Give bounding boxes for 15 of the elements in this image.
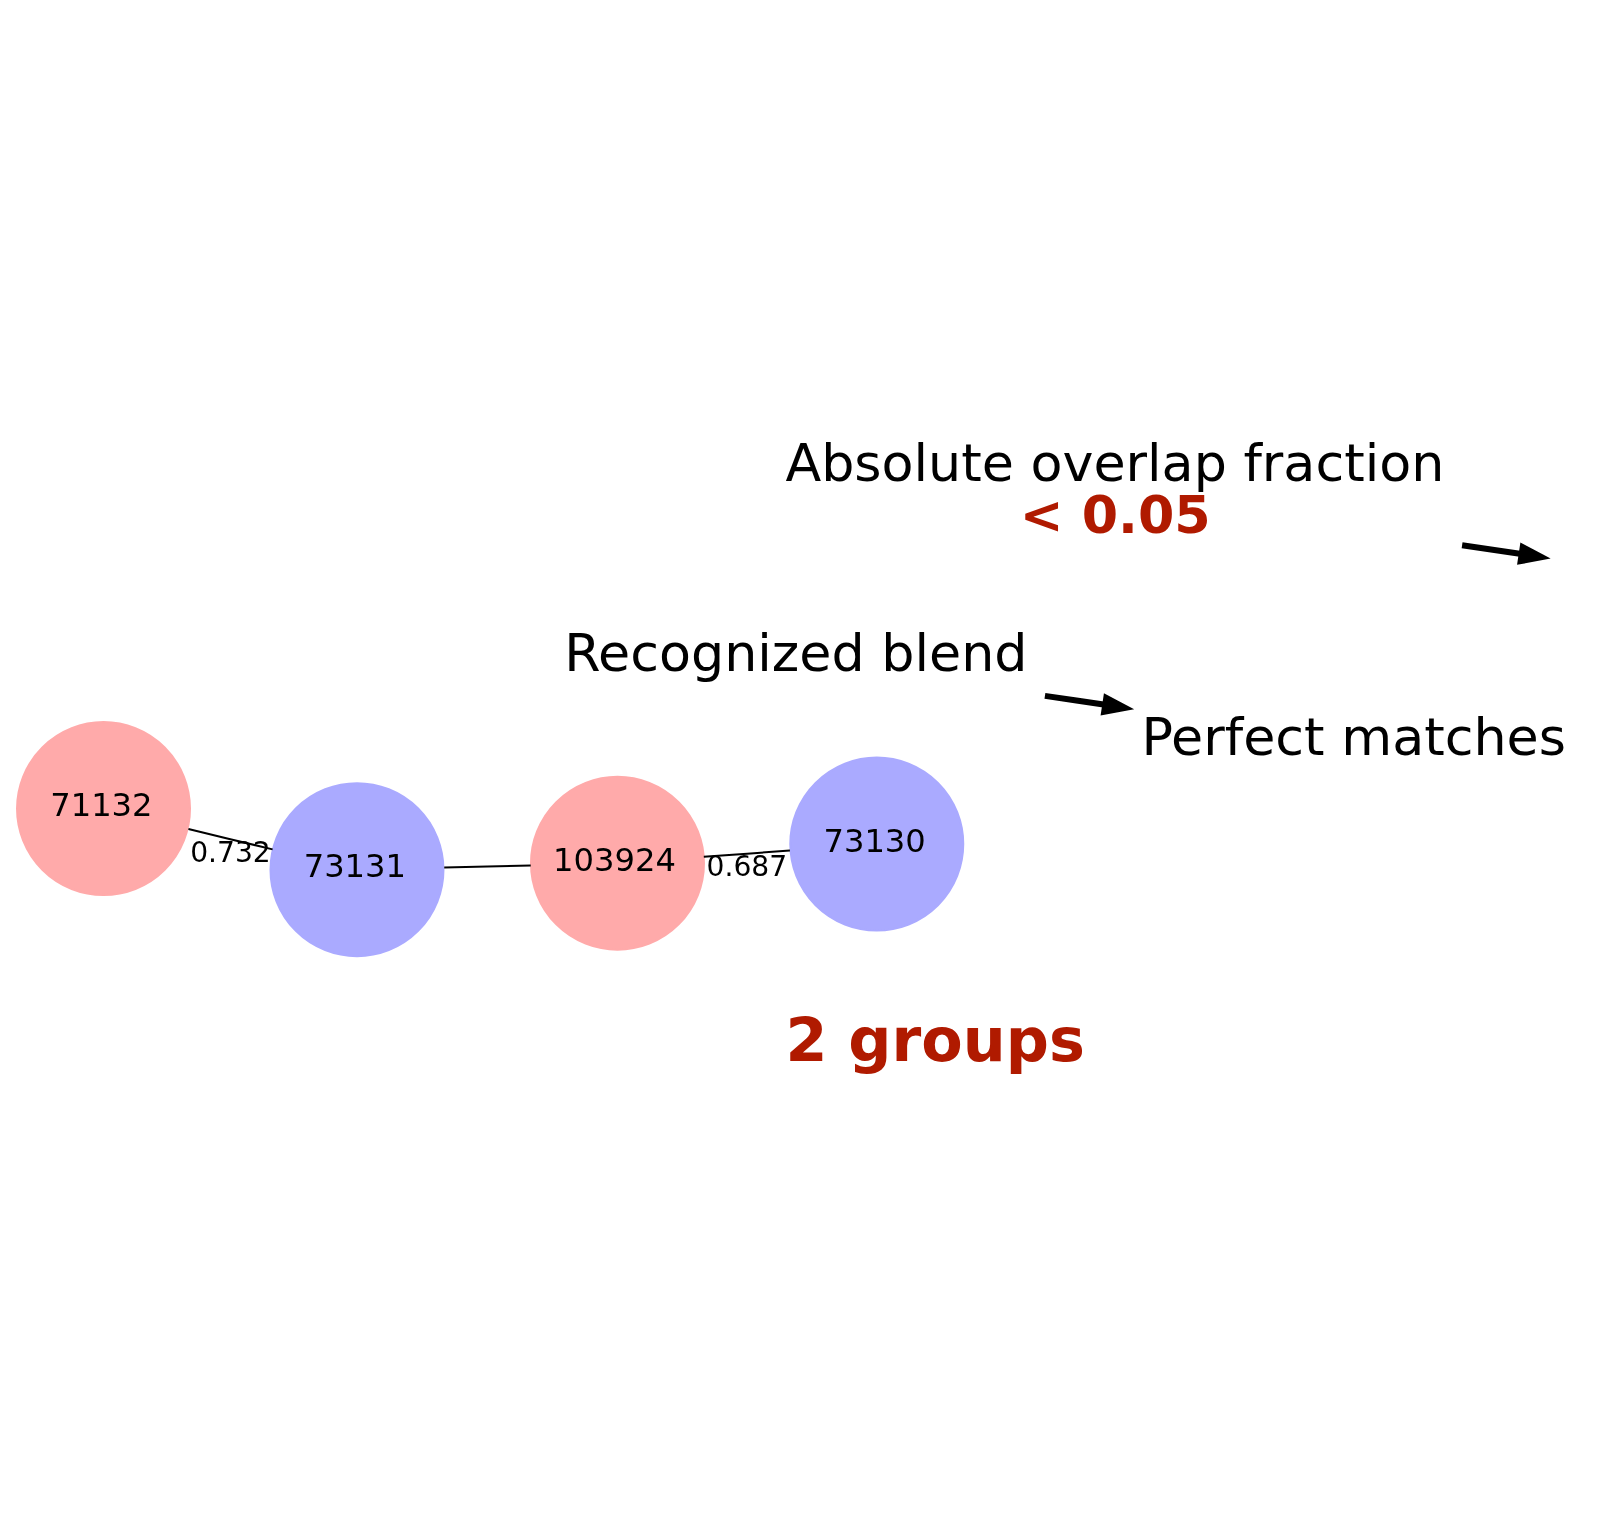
node-text: Perfect matches [1141,705,1566,767]
node-text: Absolute overlap fraction < 0.05 [785,431,1445,545]
node-circle: 73131 [269,781,445,957]
edge-label: 0.687 [706,849,788,883]
node-text: Recognized blend [564,621,1028,683]
arrow [1044,692,1135,716]
label: 2 groups [785,1004,1085,1075]
node-circle: 103924 [529,775,705,951]
arrow [1461,541,1551,565]
connector [188,827,273,850]
connector [444,863,531,869]
edge-label: 0.732 [190,835,271,869]
node-circle: 71132 [16,720,191,896]
node-circle: 73130 [789,756,965,932]
connector [703,848,790,858]
